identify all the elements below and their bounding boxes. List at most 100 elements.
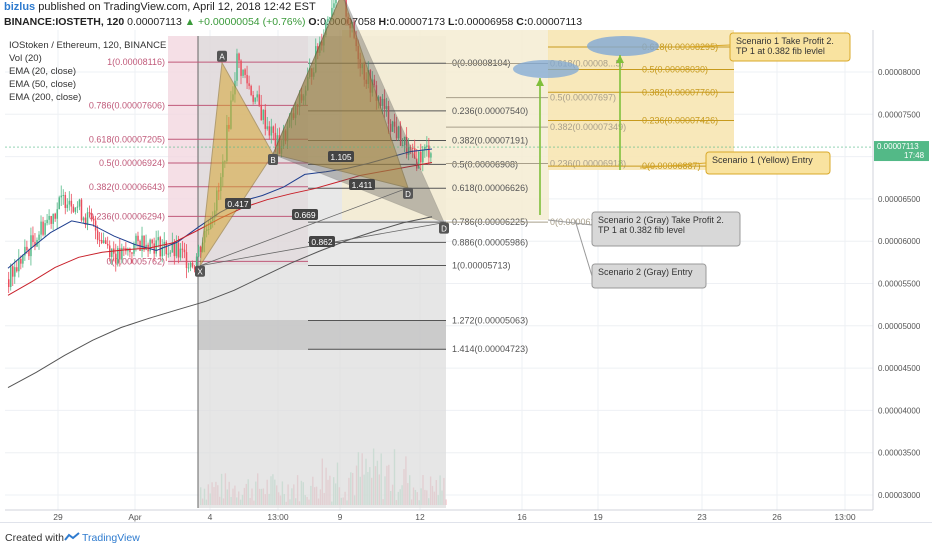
candle-body [30, 235, 32, 257]
candle-body [272, 126, 275, 133]
candle-body [405, 137, 408, 155]
candle-body [244, 69, 246, 75]
candle-body [173, 242, 176, 257]
candle-body [8, 279, 10, 288]
pattern-ratio-badge [225, 198, 251, 209]
candle-body [42, 221, 44, 235]
candle-body [327, 18, 329, 22]
fib-yellow-level-label: 0.618(0.00008295) [642, 42, 718, 52]
y-axis-tick-label: 0.00003000 [878, 491, 921, 500]
candle-body [373, 79, 376, 86]
candle-body [137, 235, 139, 241]
fib-left-level-label: 0(0.00005762) [106, 256, 165, 266]
fib-gray-level-label: 0.618(0.00006626) [452, 183, 528, 193]
candle-body [430, 153, 432, 158]
x-axis-tick-label: 13:00 [834, 512, 856, 522]
low-value: 0.00006958 [457, 16, 514, 28]
candle-body [66, 204, 69, 208]
candle-body [20, 258, 22, 264]
annotation-text: Scenario 2 (Gray) Take Profit 2. [598, 215, 724, 225]
candle-body [104, 240, 107, 245]
annotation-text: TP 1 at 0.382 fib level [598, 225, 685, 235]
candle-body [169, 252, 172, 254]
candle-body [56, 209, 58, 219]
candle-body [407, 147, 410, 155]
fib-left-level-label: 0.5(0.00006924) [99, 158, 165, 168]
candle-body [157, 237, 159, 241]
candle-body [88, 212, 91, 214]
symbol-interval: BINANCE:IOSTETH, 120 [4, 16, 125, 28]
last-price-time: 17:48 [904, 151, 925, 160]
candle-body [106, 244, 109, 246]
candle-body [10, 266, 12, 288]
candle-body [149, 239, 151, 252]
candle-body [424, 146, 426, 150]
candle-body [68, 200, 71, 205]
close-label: C: [516, 16, 528, 28]
candle-body [161, 246, 164, 257]
candle-body [64, 195, 67, 208]
legend-ema50: EMA (50, close) [9, 79, 77, 90]
candle-body [428, 145, 430, 158]
x-axis-tick-label: 4 [208, 512, 213, 522]
candle-body [418, 151, 420, 169]
pattern-point-label: D [441, 225, 447, 234]
author-link[interactable]: bizlus [4, 1, 36, 13]
candle-body [34, 242, 36, 247]
candle-body [395, 126, 398, 139]
x-axis-tick-label: 23 [697, 512, 707, 522]
candle-body [412, 148, 414, 150]
annotation-text: Scenario 2 (Gray) Entry [598, 267, 693, 277]
annotation-box [591, 211, 741, 247]
pattern-ratio-label: 0.862 [311, 237, 333, 247]
pattern-point-label: X [197, 268, 203, 277]
candle-body [331, 7, 333, 18]
candle-body [397, 126, 400, 139]
candle-body [175, 243, 178, 257]
candle-body [44, 223, 46, 235]
candle-body [58, 197, 60, 210]
candle-body [399, 126, 402, 146]
candle-body [183, 249, 186, 253]
fib-gray-level-label: 0.382(0.00007191) [452, 135, 528, 145]
candle-body [102, 240, 105, 244]
candle-body [167, 253, 170, 255]
candle-body [416, 158, 418, 169]
x-axis-tick-label: 29 [53, 512, 63, 522]
candle-body [171, 242, 174, 253]
pattern-point-label: D [405, 190, 411, 199]
candle-body [100, 239, 103, 244]
chart-canvas[interactable]: 1(0.00008116)0.786(0.00007606)0.618(0.00… [0, 0, 932, 522]
pattern-point-label: A [219, 53, 225, 62]
y-axis-tick-label: 0.00008000 [878, 68, 921, 77]
publish-line: bizlus published on TradingView.com, Apr… [4, 1, 316, 13]
candle-body [90, 213, 93, 219]
tradingview-link[interactable]: TradingView [82, 532, 140, 544]
candle-body [274, 132, 277, 146]
scenario2-target-ellipse [513, 60, 579, 78]
candle-body [420, 151, 422, 163]
y-axis-tick-label: 0.00004000 [878, 406, 921, 415]
pattern-ratio-badge [292, 209, 318, 220]
candle-body [52, 213, 54, 224]
candle-body [248, 83, 250, 86]
candle-body [141, 235, 143, 251]
tradingview-logo-icon [64, 532, 80, 541]
fib-middle-level-label: 0.5(0.00007697) [550, 93, 616, 103]
annotation-pointer [547, 219, 593, 226]
pattern-ratio-badge [328, 151, 354, 162]
candle-body [159, 237, 161, 257]
fib-gray-level-label: 1.272(0.00005063) [452, 315, 528, 325]
candle-body [129, 248, 131, 253]
scenario-arrow-head [536, 78, 544, 86]
candle-body [381, 98, 384, 106]
candle-body [46, 219, 48, 224]
candle-body [383, 98, 386, 109]
fib-yellow-level-label: 0.5(0.00008030) [642, 64, 708, 74]
annotation-text: Scenario 1 (Yellow) Entry [712, 155, 813, 165]
candle-body [121, 247, 123, 260]
fib-left-level-label: 0.618(0.00007205) [89, 134, 165, 144]
candle-body [325, 21, 327, 35]
candle-body [266, 126, 269, 129]
y-axis-tick-label: 0.00003500 [878, 449, 921, 458]
